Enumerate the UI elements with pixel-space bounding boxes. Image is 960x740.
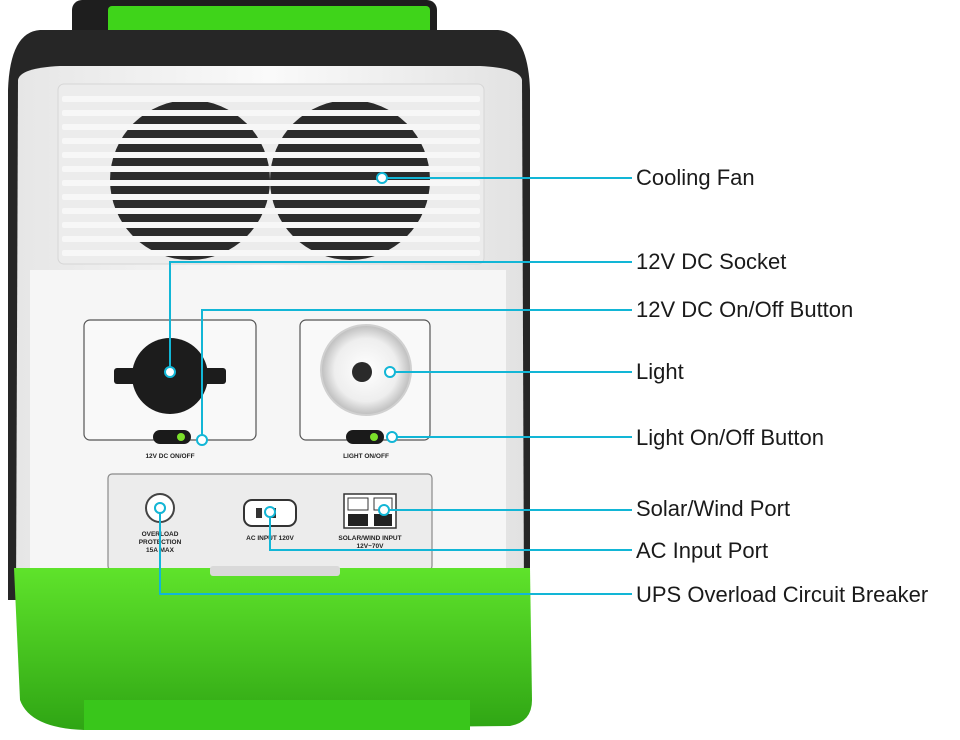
vent-slat bbox=[62, 222, 480, 228]
vent-slat bbox=[62, 236, 480, 242]
light-button-dot bbox=[386, 431, 398, 443]
vent-slat bbox=[62, 110, 480, 116]
solar-input-label-line2: 12V~70V bbox=[357, 543, 385, 550]
breaker-line bbox=[159, 508, 632, 595]
callout-dc-button: 12V DC On/Off Button bbox=[636, 297, 854, 322]
callout-dc-socket: 12V DC Socket bbox=[636, 249, 787, 274]
ac-port-dot bbox=[264, 506, 276, 518]
solar-input-label-line1: SOLAR/WIND INPUT bbox=[338, 535, 401, 542]
solar-port-dot bbox=[378, 504, 390, 516]
cooling-fan-dot bbox=[376, 172, 388, 184]
vent-slat bbox=[62, 250, 480, 256]
light-panel: LIGHT ON/OFF bbox=[299, 319, 431, 460]
vent-slat bbox=[62, 124, 480, 130]
dc-onoff-label: 12V DC ON/OFF bbox=[145, 453, 194, 460]
callout-endpoints bbox=[154, 172, 398, 518]
callout-ac-port: AC Input Port bbox=[636, 538, 769, 563]
vent-slat bbox=[62, 194, 480, 200]
vent-slat bbox=[62, 152, 480, 158]
ac-port-line bbox=[269, 512, 632, 551]
light-dot bbox=[384, 366, 396, 378]
callout-solar-port: Solar/Wind Port bbox=[636, 496, 791, 521]
breaker-dot bbox=[154, 502, 166, 514]
light-onoff-label: LIGHT ON/OFF bbox=[343, 453, 389, 460]
vent-slat bbox=[62, 96, 480, 102]
callout-breaker: UPS Overload Circuit Breaker bbox=[636, 582, 929, 607]
green-base bbox=[14, 566, 532, 730]
vent-slat bbox=[62, 138, 480, 144]
vent-slats bbox=[62, 96, 480, 256]
callout-light-button: Light On/Off Button bbox=[636, 425, 824, 450]
vent-slat bbox=[62, 208, 480, 214]
callout-lines bbox=[159, 177, 632, 595]
vent-slat bbox=[62, 180, 480, 186]
dc-button-line bbox=[201, 309, 632, 440]
callout-cooling-fan: Cooling Fan bbox=[636, 165, 755, 190]
dc-socket-line bbox=[169, 261, 632, 372]
dc-socket-dot bbox=[164, 366, 176, 378]
callout-light: Light bbox=[636, 359, 684, 384]
dc-button-dot bbox=[196, 434, 208, 446]
vent-slat bbox=[62, 166, 480, 172]
